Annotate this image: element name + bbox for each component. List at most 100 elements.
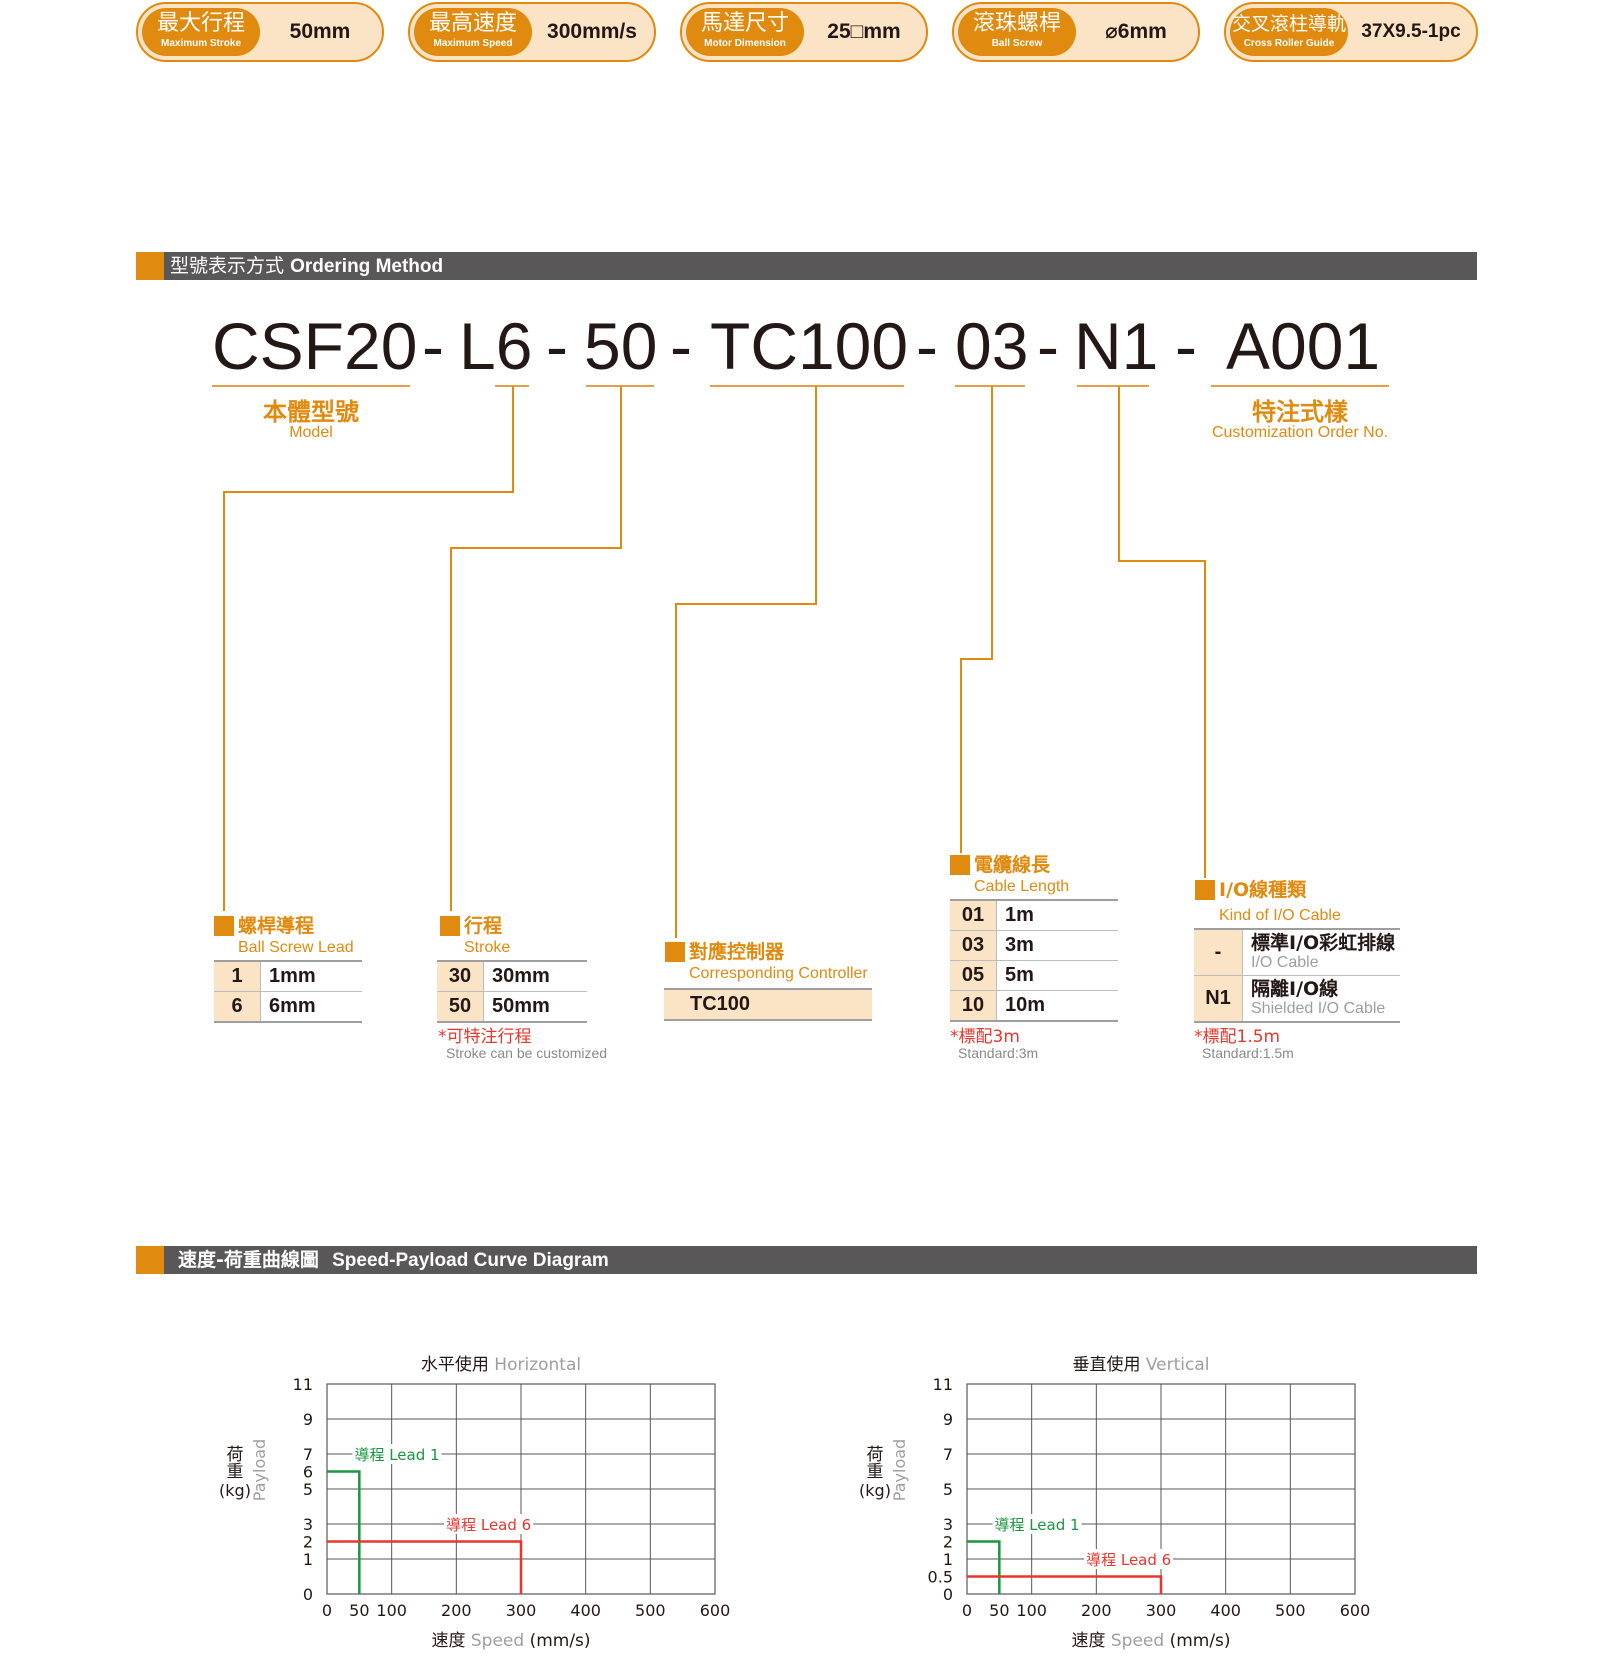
spec-label-en: Cross Roller Guide [1243, 38, 1335, 49]
stroke-title-zh: 行程 [464, 915, 503, 937]
spec-max-speed: 最高速度 Maximum Speed 300mm/s [408, 2, 656, 62]
header-title-en: Speed-Payload Curve Diagram [332, 1250, 609, 1271]
spec-tag: 最大行程 Maximum Stroke [142, 8, 260, 56]
x-tick-label: 400 [570, 1601, 601, 1620]
code-lead: L6 [459, 309, 533, 383]
option-value: 6mm [269, 995, 316, 1017]
io-cable-table: - 標準I/O彩虹排線 I/O Cable N1 隔離I/O線 Shielded… [1194, 928, 1400, 1023]
spec-label-en: Maximum Stroke [160, 38, 242, 49]
option-value: 50mm [492, 995, 550, 1017]
io-note-zh: *標配1.5m [1194, 1027, 1281, 1047]
x-tick-label: 200 [1081, 1601, 1112, 1620]
option-value: 3m [1005, 934, 1034, 956]
x-tick-label: 100 [376, 1601, 407, 1620]
y-tick-label: 2 [303, 1533, 313, 1552]
table-row: 50 50mm [437, 992, 587, 1023]
connector-stroke [450, 547, 622, 549]
y-tick-label: 11 [293, 1375, 313, 1394]
square-marker-icon [950, 855, 970, 875]
controller-title-en: Corresponding Controller [689, 965, 868, 982]
option-value: 標準I/O彩虹排線 I/O Cable [1243, 930, 1400, 975]
series-label-bg [1084, 1549, 1174, 1569]
x-axis-label: 速度 Speed (mm/s) [431, 1631, 590, 1651]
spec-label-zh: 馬達尺寸 [700, 11, 789, 36]
series-line-1 [967, 1540, 1001, 1594]
model-label-zh: 本體型號 [263, 398, 359, 426]
x-axis-label-en: Speed [471, 1631, 530, 1651]
ordering-method-header: 型號表示方式 Ordering Method [136, 252, 1477, 280]
y-tick-label: 3 [943, 1515, 953, 1534]
x-tick-label: 600 [1340, 1601, 1371, 1620]
cable-length-table: 01 1m 03 3m 05 5m 10 10m [950, 899, 1118, 1022]
y-tick-label: 3 [303, 1515, 313, 1534]
series-label-bg [444, 1514, 534, 1534]
connector-stroke [620, 386, 622, 549]
cable-length-option-title: 電纜線長 Cable Length [950, 853, 1150, 899]
chart-title-zh: 水平使用 [421, 1354, 494, 1375]
series-label-2: 導程 Lead 6 [1086, 1551, 1171, 1569]
stroke-table: 30 30mm 50 50mm [437, 960, 587, 1023]
lead-table: 1 1mm 6 6mm [214, 960, 362, 1023]
connector-controller [675, 603, 817, 605]
lead-title-zh: 螺桿導程 [238, 915, 315, 937]
chart-title: 水平使用 Horizontal [421, 1354, 581, 1375]
option-code: 05 [950, 961, 997, 990]
option-code: 1 [214, 962, 261, 991]
code-dash: - [1037, 309, 1059, 383]
cable-note-en: Standard:3m [958, 1045, 1039, 1061]
option-code: 03 [950, 931, 997, 960]
code-model: CSF20 [212, 309, 418, 383]
spec-tag: 最高速度 Maximum Speed [414, 8, 532, 56]
option-value-en: I/O Cable [1251, 954, 1319, 971]
series-label-bg [992, 1514, 1082, 1534]
header-marker [136, 1246, 164, 1274]
code-cable-length: 03 [955, 309, 1029, 383]
y-tick-label: 1 [943, 1550, 953, 1569]
table-row: 6 6mm [214, 992, 362, 1023]
square-marker-icon [214, 916, 234, 936]
model-label-en: Model [289, 424, 333, 441]
code-dash: - [670, 309, 692, 383]
table-row: 30 30mm [437, 962, 587, 992]
option-value: 5m [1005, 964, 1034, 986]
header-title: 速度-荷重曲線圖 Speed-Payload Curve Diagram [178, 1246, 609, 1275]
spec-value: 37X9.5-1pc [1361, 21, 1461, 42]
option-value: 1m [1005, 904, 1034, 926]
series-label-2: 導程 Lead 6 [446, 1516, 531, 1534]
chart-title: 垂直使用 Vertical [1072, 1354, 1209, 1375]
table-row: 1 1mm [214, 962, 362, 992]
y-tick-label: 5 [303, 1480, 313, 1499]
spec-value: 25□mm [827, 20, 901, 43]
y-tick-label: 9 [943, 1410, 953, 1429]
io-note-en: Standard:1.5m [1202, 1045, 1294, 1061]
connector-stroke [450, 547, 452, 911]
chart-title-zh: 垂直使用 [1072, 1354, 1145, 1375]
header-title: 型號表示方式 Ordering Method [170, 252, 443, 281]
x-axis-label-en: Speed [1111, 1631, 1170, 1651]
x-axis-label-zh: 速度 [1071, 1631, 1110, 1651]
x-tick-label: 500 [635, 1601, 666, 1620]
table-row: 01 1m [950, 901, 1118, 931]
table-row: 03 3m [950, 931, 1118, 961]
y-axis-label-zh: 重 [227, 1462, 244, 1482]
x-tick-label: 200 [441, 1601, 472, 1620]
y-tick-label: 0 [303, 1585, 313, 1604]
controller-option-title: 對應控制器 Corresponding Controller [665, 940, 885, 986]
option-value: 1mm [269, 965, 316, 987]
option-code: 6 [214, 992, 261, 1021]
y-tick-label: 5 [943, 1480, 953, 1499]
spec-tag: 交叉滾柱導軌 Cross Roller Guide [1230, 8, 1348, 56]
series-line-1 [327, 1470, 361, 1594]
spec-value: 50mm [289, 20, 351, 43]
x-tick-label: 0 [962, 1601, 972, 1620]
stroke-option-title: 行程 Stroke [440, 914, 600, 960]
y-tick-label: 0.5 [928, 1568, 953, 1587]
chart-title-en: Horizontal [494, 1355, 581, 1375]
connector-io-cable [1118, 560, 1206, 562]
connector-cable-length [960, 658, 962, 853]
stroke-title-en: Stroke [464, 939, 511, 956]
spec-value: 300mm/s [547, 20, 637, 43]
spec-label-en: Maximum Speed [433, 38, 513, 49]
series-label-1: 導程 Lead 1 [354, 1446, 439, 1464]
speed-payload-header: 速度-荷重曲線圖 Speed-Payload Curve Diagram [136, 1246, 1477, 1274]
